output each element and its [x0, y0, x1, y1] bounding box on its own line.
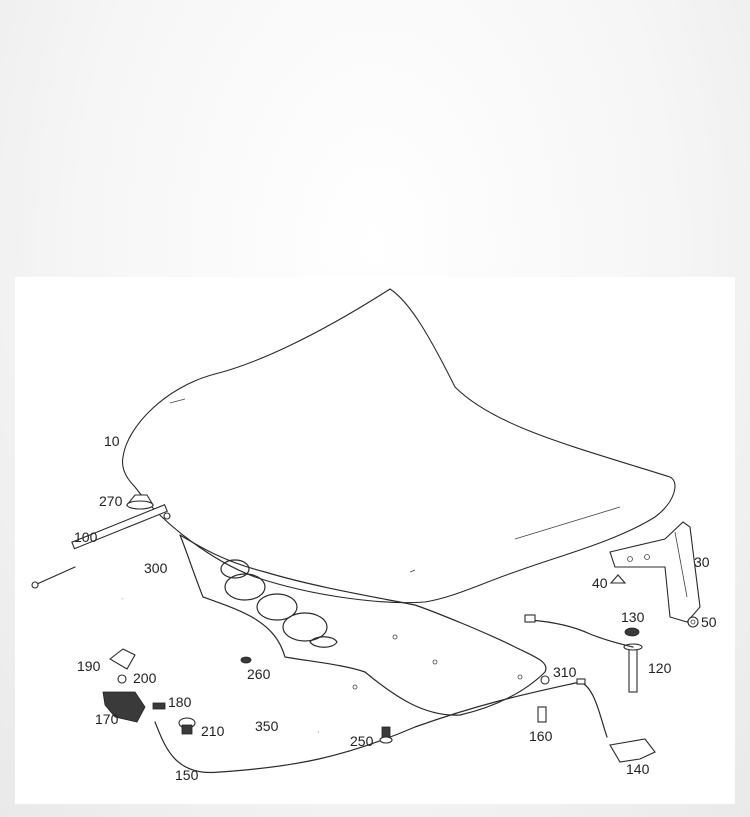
label-30[interactable]: 30 — [694, 554, 710, 570]
label-50[interactable]: 50 — [701, 614, 717, 630]
label-260[interactable]: 260 — [247, 666, 271, 682]
buffer-260[interactable] — [240, 656, 252, 664]
hood-insulation[interactable] — [179, 534, 547, 716]
label-210[interactable]: 210 — [201, 723, 225, 739]
release-cable-150[interactable] — [154, 678, 608, 774]
bush-130[interactable] — [624, 627, 640, 637]
label-200[interactable]: 200 — [133, 670, 157, 686]
label-170[interactable]: 170 — [95, 711, 119, 727]
hood-panel[interactable] — [121, 288, 676, 604]
diagram-drawing — [31, 288, 701, 774]
label-270[interactable]: 270 — [99, 493, 123, 509]
label-180[interactable]: 180 — [168, 694, 192, 710]
label-130[interactable]: 130 — [621, 609, 645, 625]
screw-180[interactable] — [152, 702, 166, 710]
parts-diagram: 10 270 100 300 30 40 130 50 120 190 200 … — [15, 277, 735, 804]
gas-strut[interactable] — [31, 504, 171, 589]
label-350[interactable]: 350 — [255, 718, 279, 734]
label-250[interactable]: 250 — [350, 733, 374, 749]
lock-170[interactable] — [102, 691, 146, 723]
label-150[interactable]: 150 — [175, 767, 199, 783]
seal-350[interactable] — [121, 597, 319, 734]
label-40[interactable]: 40 — [592, 575, 608, 591]
label-190[interactable]: 190 — [77, 658, 101, 674]
lock-pin-120[interactable] — [623, 643, 643, 693]
buffer-270[interactable] — [125, 494, 154, 510]
label-10[interactable]: 10 — [104, 433, 120, 449]
clip-160[interactable] — [537, 706, 547, 723]
release-handle-140[interactable] — [609, 738, 656, 763]
label-160[interactable]: 160 — [529, 728, 553, 744]
label-300[interactable]: 300 — [144, 560, 168, 576]
cable-upper[interactable] — [524, 614, 634, 648]
nut-200[interactable] — [117, 674, 127, 684]
clip-310[interactable] — [540, 675, 550, 685]
nut-40[interactable] — [609, 574, 627, 584]
label-140[interactable]: 140 — [626, 761, 650, 777]
label-100[interactable]: 100 — [74, 529, 98, 545]
label-310[interactable]: 310 — [553, 664, 577, 680]
hood-hinge[interactable] — [609, 521, 701, 623]
label-120[interactable]: 120 — [648, 660, 672, 676]
bracket-190[interactable] — [109, 648, 136, 670]
grommet-210[interactable] — [178, 717, 196, 735]
grommet-50[interactable] — [687, 616, 699, 628]
switch-250[interactable] — [379, 726, 393, 744]
